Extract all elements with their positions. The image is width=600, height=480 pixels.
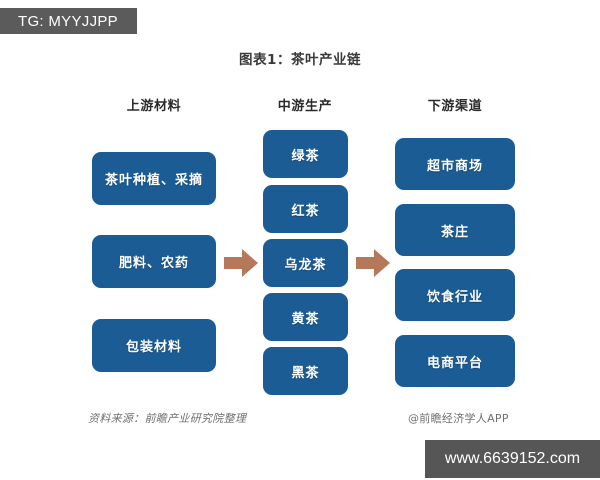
node-box: 乌龙茶 (263, 239, 348, 287)
column-header-downstream: 下游渠道 (427, 99, 483, 114)
node-box: 绿茶 (263, 130, 348, 178)
source-note: 资料来源：前瞻产业研究院整理 (88, 412, 247, 425)
arrow-right-icon (224, 249, 258, 277)
column-header-midstream: 中游生产 (277, 99, 333, 114)
node-box: 肥料、农药 (92, 235, 216, 288)
node-box: 红茶 (263, 185, 348, 233)
arrow-right-icon (356, 249, 390, 277)
node-box: 茶庄 (395, 204, 515, 256)
node-box: 超市商场 (395, 138, 515, 190)
node-box: 黑茶 (263, 347, 348, 395)
node-box: 饮食行业 (395, 269, 515, 321)
site-watermark-badge: www.6639152.com (425, 440, 600, 478)
column-header-upstream: 上游材料 (126, 99, 182, 114)
node-box: 电商平台 (395, 335, 515, 387)
page-title: 图表1：茶叶产业链 (239, 52, 361, 68)
tg-watermark-badge: TG: MYYJJPP (0, 8, 137, 34)
node-box: 茶叶种植、采摘 (92, 152, 216, 205)
node-box: 黄茶 (263, 293, 348, 341)
app-credit-note: @前瞻经济学人APP (408, 412, 509, 425)
node-box: 包装材料 (92, 319, 216, 372)
